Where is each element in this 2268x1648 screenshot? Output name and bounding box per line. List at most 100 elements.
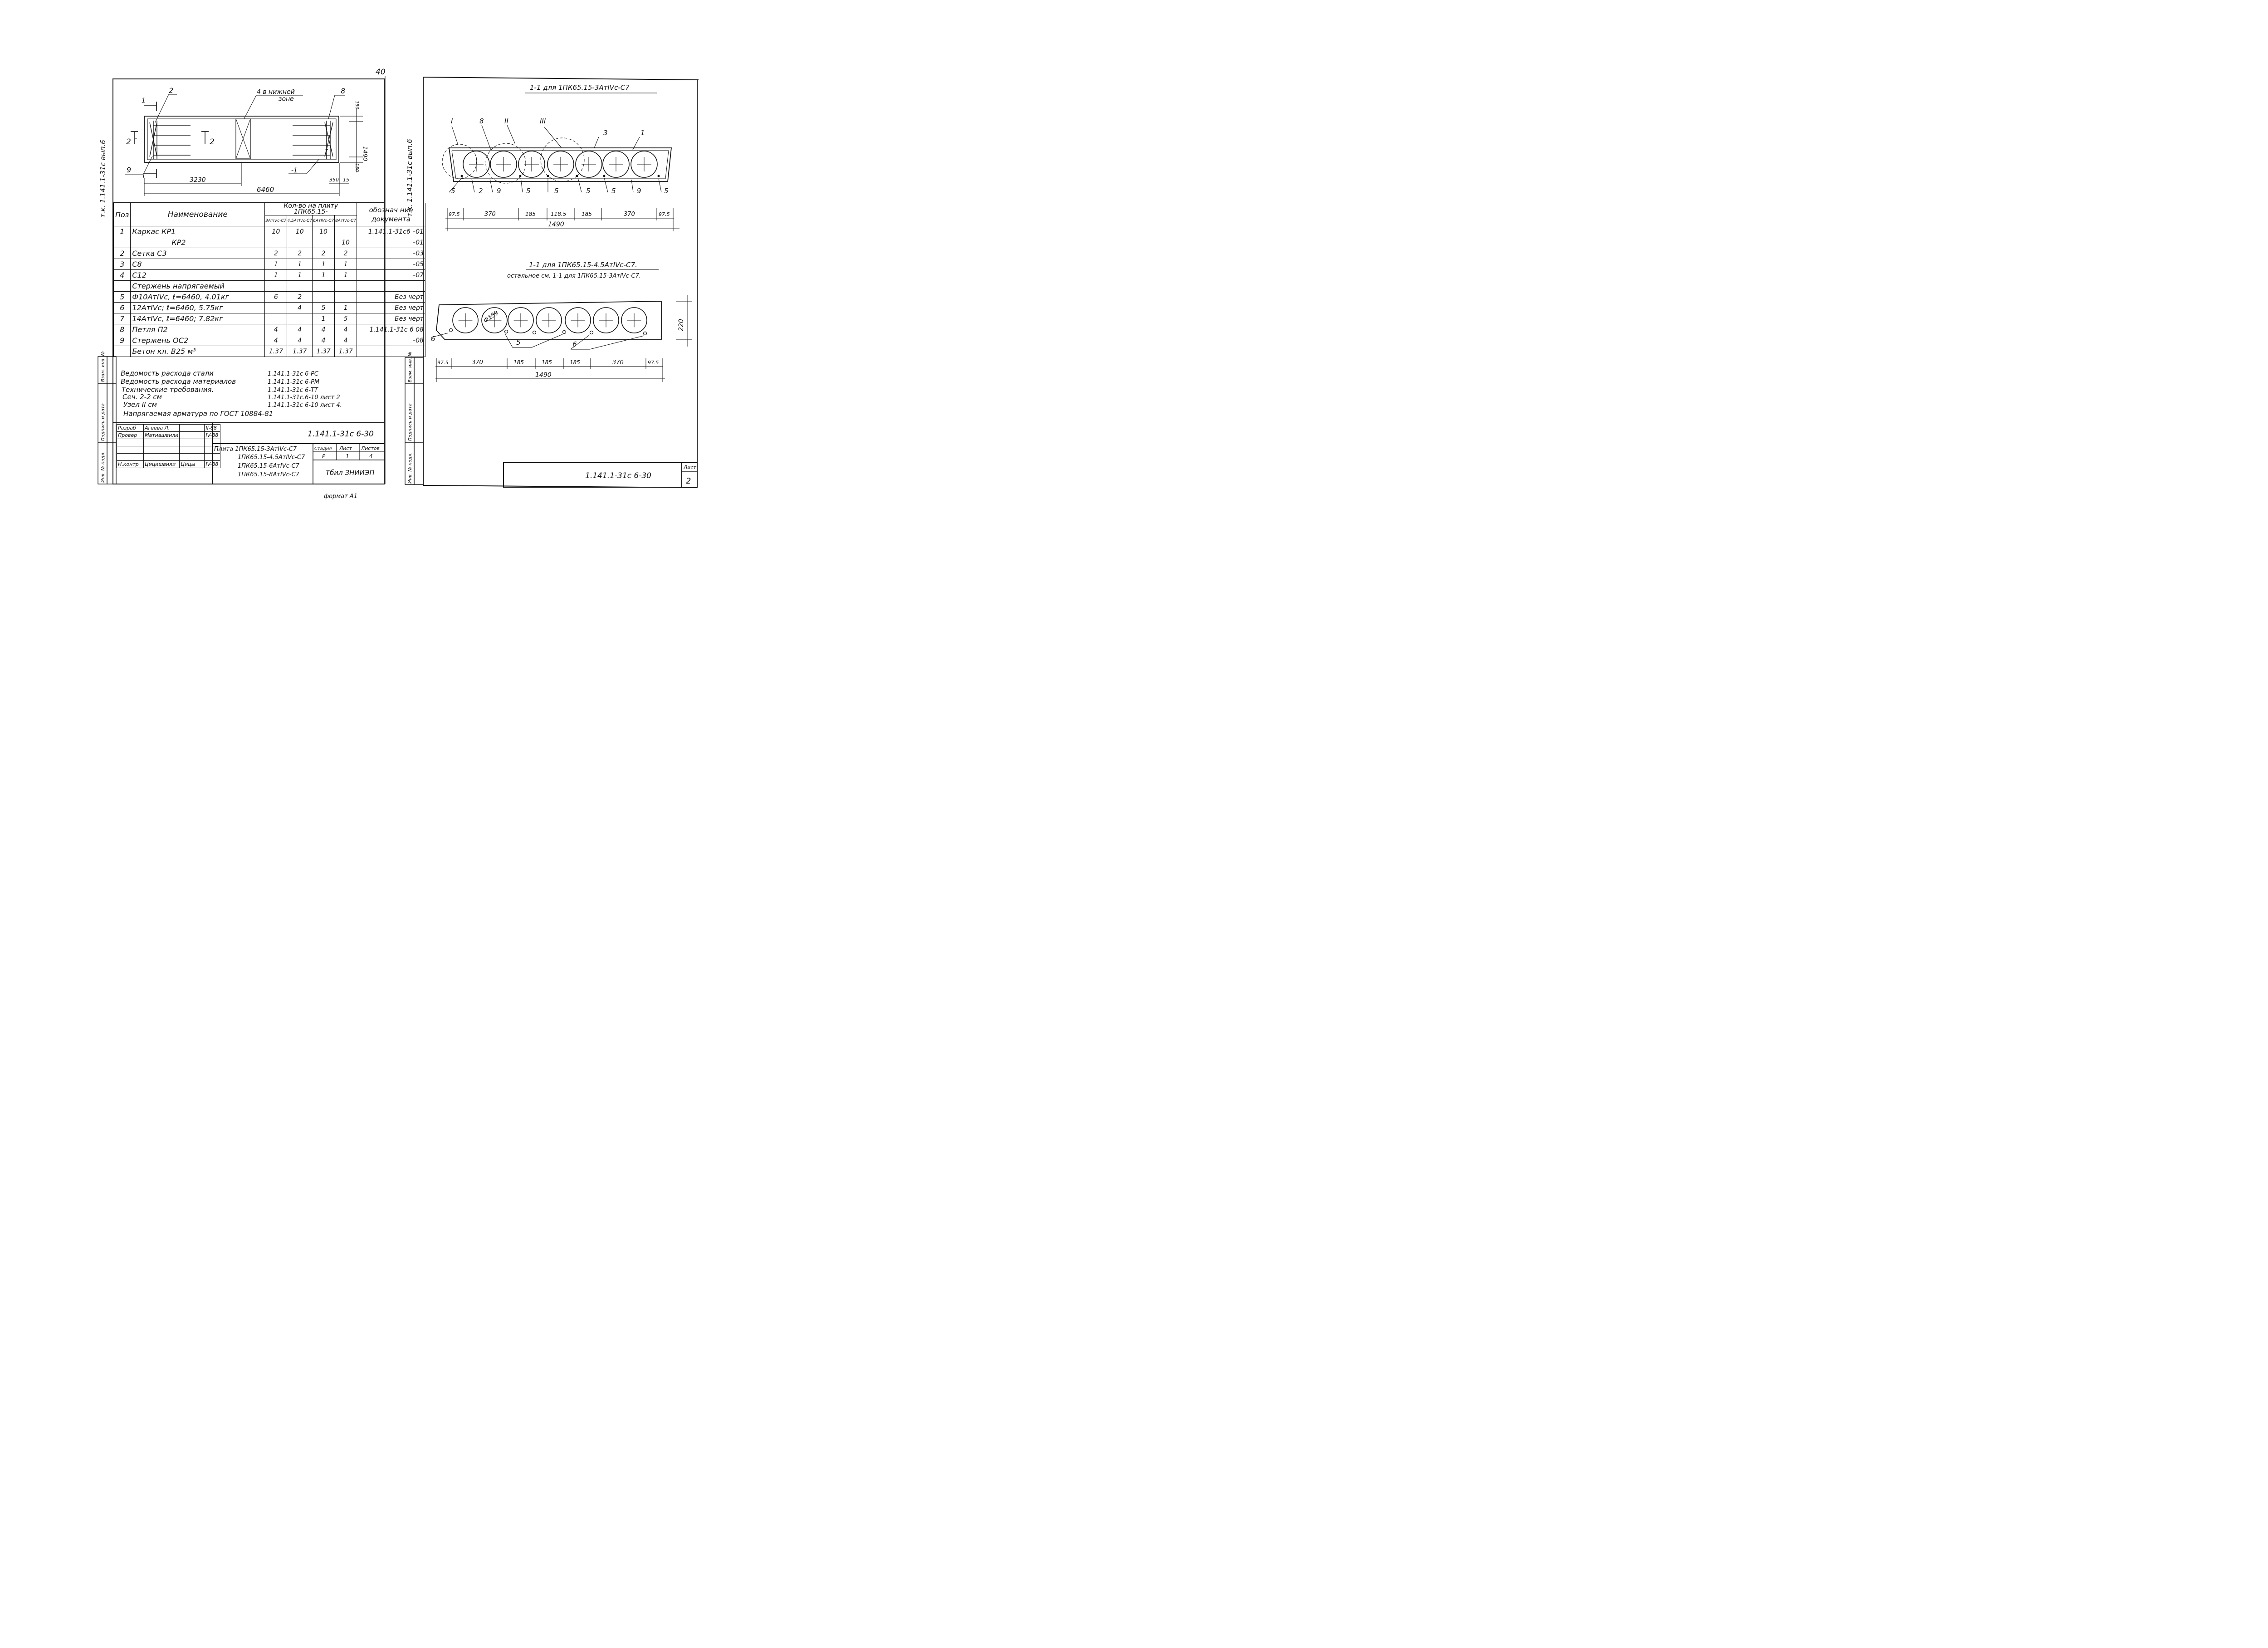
spec-cell-doc: Без черт [357, 302, 426, 313]
section-top-void [518, 151, 545, 178]
spec-cell-qty: 1.37 [312, 346, 335, 357]
right-side-field-sign: Подпись и дата [408, 403, 413, 441]
section-bottom-title: 1-1 для 1ПК65.15-4.5АтIVс-С7. [529, 261, 637, 269]
spec-variant-2: 4.5АтIVс-С7 [287, 215, 313, 226]
ref-name-2: Ведомость расхода материалов [121, 377, 236, 386]
section-bottom-void [452, 307, 479, 333]
spec-cell-qty: 1.37 [264, 346, 288, 357]
spec-cell-name: Стержень ОС2 [130, 335, 265, 346]
spec-cell-pos [113, 346, 131, 357]
plan-dim-150-bottom: 150 [354, 163, 359, 172]
right-side-stamp: т.к. 1.141.1-31с вып.6 [406, 139, 414, 217]
spec-cell-name: Петля П2 [130, 324, 265, 335]
left-title-org: Тбил ЗНИИЭП [326, 469, 375, 477]
title-block-role: Н.контр [117, 460, 144, 468]
ref-doc-2: 1.141.1-31с 6-РМ [268, 379, 319, 386]
spec-cell-qty: 2 [264, 248, 288, 259]
spec-cell-doc: –07 [357, 269, 426, 281]
left-title-sheet-label: Лист [339, 445, 352, 451]
spec-cell-qty [264, 313, 288, 324]
section-top-dim-5: 185 [582, 211, 592, 217]
spec-cell-pos: 8 [113, 324, 131, 335]
section-top-bottom-label-2: 2 [479, 187, 483, 195]
spec-cell-qty [334, 226, 357, 237]
right-sheet-frame [405, 77, 699, 488]
title-block-row [117, 439, 221, 446]
spec-cell-qty: 4 [312, 324, 335, 335]
spec-cell-qty: 4 [287, 302, 313, 313]
section-bottom-void [565, 307, 591, 333]
spec-cell-pos: 9 [113, 335, 131, 346]
section-bottom-dim-4: 185 [542, 359, 552, 366]
ref-doc-1: 1.141.1-31с 6-РС [268, 371, 319, 377]
plan-dim-150-top: 150 [354, 101, 359, 109]
spec-variant-3: 6АтIVс-С7 [312, 215, 335, 226]
title-block-role: Разраб [117, 424, 144, 432]
section-top-callout-4: III [540, 117, 546, 125]
title-block-sign [179, 431, 205, 439]
section-top-bottom-label-5: 5 [554, 187, 559, 195]
section-top-void [547, 151, 574, 178]
section-top-callout-2: 8 [479, 117, 484, 125]
left-title-sheets: 4 [369, 453, 373, 460]
section-bottom-drawing [430, 295, 692, 382]
section-bottom-label-6-right: 6 [572, 340, 577, 348]
section-top-dim-3: 185 [525, 211, 536, 217]
ref-doc-3: 1.141.1-31с 6-ТТ [268, 387, 318, 394]
plan-label-section1-top: 1 [142, 97, 146, 104]
plan-label-section1-right: -1 [291, 167, 298, 174]
spec-cell-qty [334, 280, 357, 292]
left-title-code: 1.141.1-31с 6-30 [308, 430, 374, 439]
title-block-date: IV-88 [204, 460, 221, 468]
title-block-role [117, 446, 144, 454]
section-top-bottom-label-6: 5 [586, 187, 591, 195]
title-block-sign: Цицы [179, 460, 205, 468]
title-block-row [117, 446, 221, 454]
spec-cell-doc: 1.141.1-31с6 –01 [357, 226, 426, 237]
spec-cell-qty: 1 [287, 259, 313, 270]
plan-label-pos1-right: 1 [325, 145, 329, 151]
spec-cell-qty [312, 237, 335, 248]
format-label: формат А1 [324, 493, 357, 500]
spec-cell-name: КР2 [130, 237, 265, 248]
spec-cell-qty: 1 [334, 302, 357, 313]
spec-cell-qty [312, 291, 335, 303]
spec-variant-1: 3АтIVс-С7 [264, 215, 288, 226]
title-block-name [143, 439, 180, 446]
plan-dim-350: 350 [329, 177, 339, 183]
section-bottom-void [481, 307, 508, 333]
plan-dim-3230: 3230 [190, 176, 206, 184]
section-bottom-dim-3: 185 [513, 359, 524, 366]
spec-cell-pos: 3 [113, 259, 131, 270]
spec-cell-doc: Без черт [357, 291, 426, 303]
plan-label-pos8: 8 [341, 87, 345, 95]
section-bottom-height: 220 [678, 319, 685, 331]
left-title-product-2: 1ПК65.15-4.5АтIVс-С7 [238, 454, 305, 461]
section-bottom-label-6-left: 6 [431, 335, 435, 343]
title-block-sign [179, 453, 205, 461]
plan-label-section2-left: 2 [126, 137, 131, 147]
title-block-role: Провер [117, 431, 144, 439]
section-top-callout-3: II [504, 117, 508, 125]
spec-cell-doc: 1.141.1-31с 6 08 [357, 324, 426, 335]
spec-cell-pos: 6 [113, 302, 131, 313]
spec-cell-doc: –03 [357, 248, 426, 259]
spec-cell-qty: 1 [287, 269, 313, 281]
left-title-sheets-label: Листов [361, 445, 380, 451]
section-top-callout-6: 1 [640, 129, 645, 137]
spec-cell-qty: 1.37 [287, 346, 313, 357]
spec-cell-qty [287, 280, 313, 292]
left-side-stamp: т.к. 1.141.1-31с вып.6 [99, 140, 107, 218]
